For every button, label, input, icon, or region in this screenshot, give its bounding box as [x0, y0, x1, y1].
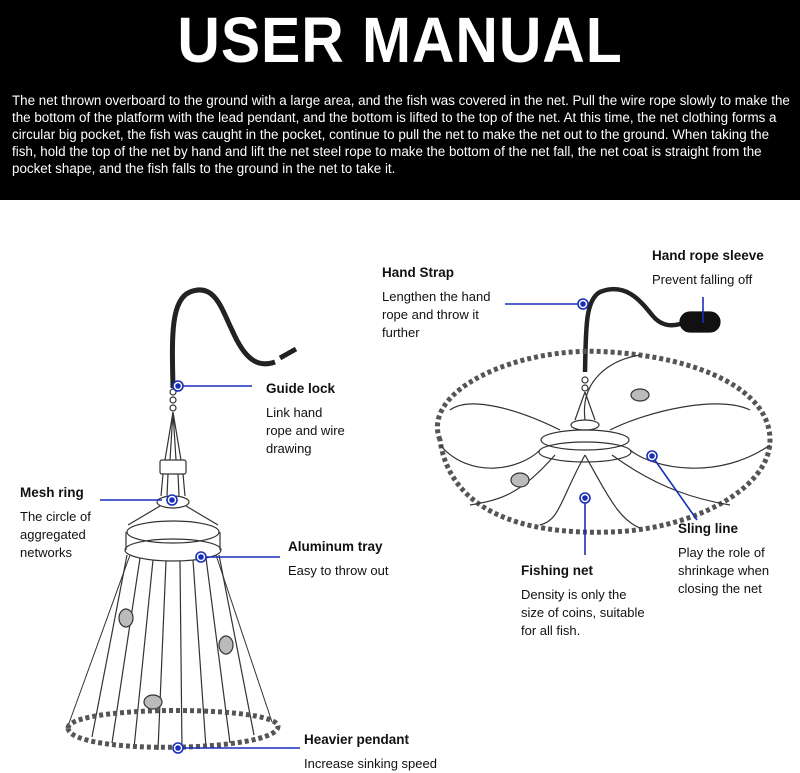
page-title: USER MANUAL — [177, 4, 623, 76]
guide-lock-desc-2: rope and wire — [266, 423, 345, 438]
mesh-ring-title: Mesh ring — [20, 485, 84, 500]
header-banner: USER MANUAL The net thrown overboard to … — [0, 0, 800, 200]
intro-paragraph: The net thrown overboard to the ground w… — [12, 93, 790, 176]
hand-strap-desc-1: Lengthen the hand — [382, 289, 491, 304]
callout-lines — [100, 297, 704, 749]
label-guide-lock: Guide lock Link hand rope and wire drawi… — [266, 380, 345, 458]
left-net-illustration — [65, 287, 298, 751]
sling-line-desc-2: shrinkage when — [678, 563, 770, 578]
label-heavier-pendant: Heavier pendant Increase sinking speed — [304, 731, 437, 773]
right-net-illustration — [435, 286, 773, 535]
heavier-pendant-desc-1: Increase sinking speed — [304, 756, 437, 771]
guide-lock-title: Guide lock — [266, 381, 336, 396]
mesh-ring-desc-3: networks — [20, 545, 73, 560]
hand-rope-right — [582, 286, 681, 373]
label-aluminum-tray: Aluminum tray Easy to throw out — [288, 538, 388, 580]
label-sling-line: Sling line Play the role of shrinkage wh… — [678, 520, 769, 598]
mesh-ring-desc-1: The circle of — [20, 509, 91, 524]
label-fishing-net: Fishing net Density is only the size of … — [521, 562, 645, 640]
cast-net-diagram — [65, 286, 773, 754]
fishing-net-desc-1: Density is only the — [521, 587, 627, 602]
sling-line-desc-3: closing the net — [678, 581, 762, 596]
callout-markers — [166, 298, 658, 754]
label-hand-strap: Hand Strap Lengthen the hand rope and th… — [382, 264, 490, 342]
mesh-ring-desc-2: aggregated — [20, 527, 86, 542]
fishing-net-desc-3: for all fish. — [521, 623, 581, 638]
hand-rope-left — [169, 287, 276, 389]
label-mesh-ring: Mesh ring The circle of aggregated netwo… — [20, 484, 91, 562]
fishing-net-desc-2: size of coins, suitable — [521, 605, 645, 620]
hand-strap-desc-2: rope and throw it — [382, 307, 479, 322]
hand-strap-title: Hand Strap — [382, 265, 455, 280]
hand-rope-sleeve-title: Hand rope sleeve — [652, 248, 764, 263]
hand-rope-sleeve — [679, 311, 721, 333]
guide-lock-desc-1: Link hand — [266, 405, 323, 420]
hand-rope-sleeve-desc-1: Prevent falling off — [652, 272, 753, 287]
sling-line-desc-1: Play the role of — [678, 545, 765, 560]
hand-strap-desc-3: further — [382, 325, 420, 340]
sling-line-title: Sling line — [678, 521, 739, 536]
guide-lock-desc-3: drawing — [266, 441, 312, 456]
aluminum-tray-title: Aluminum tray — [288, 539, 383, 554]
aluminum-tray-desc-1: Easy to throw out — [288, 563, 389, 578]
heavier-pendant-title: Heavier pendant — [304, 732, 410, 747]
label-hand-rope-sleeve: Hand rope sleeve Prevent falling off — [652, 247, 764, 289]
fishing-net-title: Fishing net — [521, 563, 593, 578]
